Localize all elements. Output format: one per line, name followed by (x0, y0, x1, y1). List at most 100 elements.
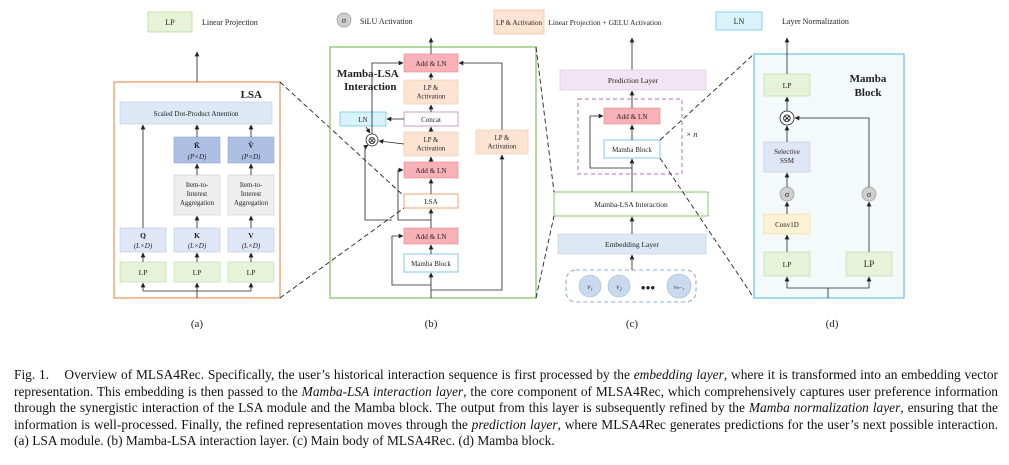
q-dim: (L×D) (134, 242, 153, 250)
aggregation-block-k (173, 174, 221, 216)
lp-label-k: LP (193, 268, 202, 277)
q-label: Q (140, 231, 146, 240)
caption-e4: prediction layer (471, 416, 558, 432)
d-sigma-left-symbol: σ (785, 190, 790, 199)
c-interaction-label: Mamba-LSA Interaction (594, 200, 668, 209)
c-item-v2-label: v₂ (616, 283, 622, 291)
b-add-ln-top-label: Add & LN (415, 60, 447, 68)
architecture-figure: LP Linear Projection σ SiLU Activation L… (113, 9, 905, 330)
caption-s1: Overview of MLSA4Rec. Specifically, the … (64, 367, 634, 383)
legend: LP Linear Projection σ SiLU Activation L… (147, 9, 849, 35)
panel-c-label: (c) (626, 318, 639, 330)
caption-fig-label: Fig. 1. (14, 367, 50, 383)
panel-c-main: Prediction Layer × n Add & LN Mamba Bloc… (553, 37, 709, 330)
b-lp-act-1 (403, 79, 459, 105)
legend-lp-swatch (147, 11, 193, 33)
panel-a-label: (a) (191, 318, 204, 330)
d-multiply-symbol: ⊗ (782, 111, 792, 125)
c-mamba-block-label: Mamba Block (612, 146, 652, 154)
c-times-n: × n (686, 130, 697, 139)
v-tilde-dim: (P×D) (242, 153, 261, 161)
v-label: V (248, 231, 254, 240)
caption-s2: , where it is transformed into an embedd… (14, 367, 999, 399)
v-tilde-block (227, 136, 275, 164)
b-add-ln-mid-label: Add & LN (415, 167, 447, 175)
d-lp-top-label: LP (783, 81, 792, 90)
panel-b-label: (b) (425, 318, 438, 330)
c-prediction-layer (559, 69, 707, 91)
c-item-v1-label: v₁ (587, 283, 593, 291)
c-add-ln-label: Add & LN (616, 113, 648, 121)
panel-a-title: LSA (241, 89, 262, 101)
panel-a-lsa: LSA Scaled Dot-Product Attention K̃ (P×D… (113, 51, 281, 330)
caption-e1: embedding layer (633, 367, 724, 383)
b-ln (339, 111, 387, 127)
k-label: K (194, 231, 200, 240)
legend-lp-act-swatch (493, 9, 545, 35)
attention-block (119, 101, 273, 125)
b-ln-label: LN (358, 116, 367, 124)
v-tilde-label: Ṽ (248, 140, 254, 150)
b-lp-act-2-label: LP &Activation (417, 137, 446, 153)
caption-s4: , ensuring that the information is well-… (14, 400, 999, 432)
legend-ln-swatch (715, 11, 763, 31)
k-block (173, 227, 221, 253)
d-sigma-right-symbol: σ (867, 190, 872, 199)
panel-d-label: (d) (826, 318, 839, 330)
v-dim: (L×D) (242, 242, 261, 250)
b-lp-act-right-label: LP &Activation (488, 135, 517, 151)
legend-silu-desc: SiLU Activation (360, 17, 413, 26)
d-selective-ssm (763, 141, 811, 173)
legend-lp-gelu-desc: Linear Projection + GELU Activation (548, 18, 662, 27)
d-lp-right-label: LP (864, 259, 875, 269)
b-multiply-symbol: ⊗ (367, 135, 376, 147)
c-ellipsis-dots: ●●● (641, 283, 656, 292)
c-embedding-label: Embedding Layer (605, 240, 659, 249)
c-item-v2 (607, 274, 631, 298)
c-item-vn-label: vₙ₋₁ (674, 285, 684, 291)
attention-label: Scaled Dot-Product Attention (153, 110, 238, 118)
legend-ln-desc: Layer Normalization (782, 17, 849, 26)
b-mamba-block-label: Mamba Block (411, 260, 451, 268)
legend-ln-box-text: LN (734, 17, 745, 26)
legend-lp-act-box-text: LP & Activation (496, 19, 543, 27)
panel-b-frame (329, 46, 537, 299)
b-concat-label: Concat (421, 116, 441, 124)
q-block (119, 227, 167, 253)
caption-e2: Mamba-LSA interaction layer (301, 383, 464, 399)
legend-sigma-icon (336, 12, 352, 28)
k-tilde-block (173, 136, 221, 164)
caption-e3: Mamba normalization layer (748, 400, 901, 416)
caption-s3: , the core component of MLSA4Rec, which … (14, 383, 998, 416)
k-tilde-dim: (P×D) (188, 153, 207, 161)
b-lsa-label: LSA (424, 198, 438, 206)
c-item-v1 (578, 274, 602, 298)
figure-caption: Fig. 1. Overview of MLSA4Rec. Specifical… (14, 367, 998, 449)
lp-label-q: LP (139, 268, 148, 277)
legend-lp-desc: Linear Projection (202, 18, 258, 27)
c-sequence-container (565, 269, 697, 303)
c-interaction-layer (553, 191, 709, 217)
d-conv1d-label: Conv1D (775, 221, 799, 229)
c-repeat-frame (577, 98, 683, 175)
k-tilde-label: K̃ (194, 140, 200, 150)
d-lp-left-label: LP (783, 260, 792, 269)
b-lp-act-1-label: LP &Activation (417, 85, 446, 101)
d-lp-right (845, 251, 893, 277)
legend-sigma-symbol: σ (342, 16, 347, 25)
c-item-vn (666, 273, 692, 299)
lp-label-v: LP (247, 268, 256, 277)
k-dim: (L×D) (188, 242, 207, 250)
caption-s5: , where MLSA4Rec generates predictions f… (14, 416, 998, 449)
b-lp-act-2 (403, 131, 459, 157)
legend-lp-box-text: LP (165, 18, 175, 27)
c-prediction-label: Prediction Layer (608, 76, 659, 85)
b-add-ln-bottom-label: Add & LN (415, 233, 447, 241)
